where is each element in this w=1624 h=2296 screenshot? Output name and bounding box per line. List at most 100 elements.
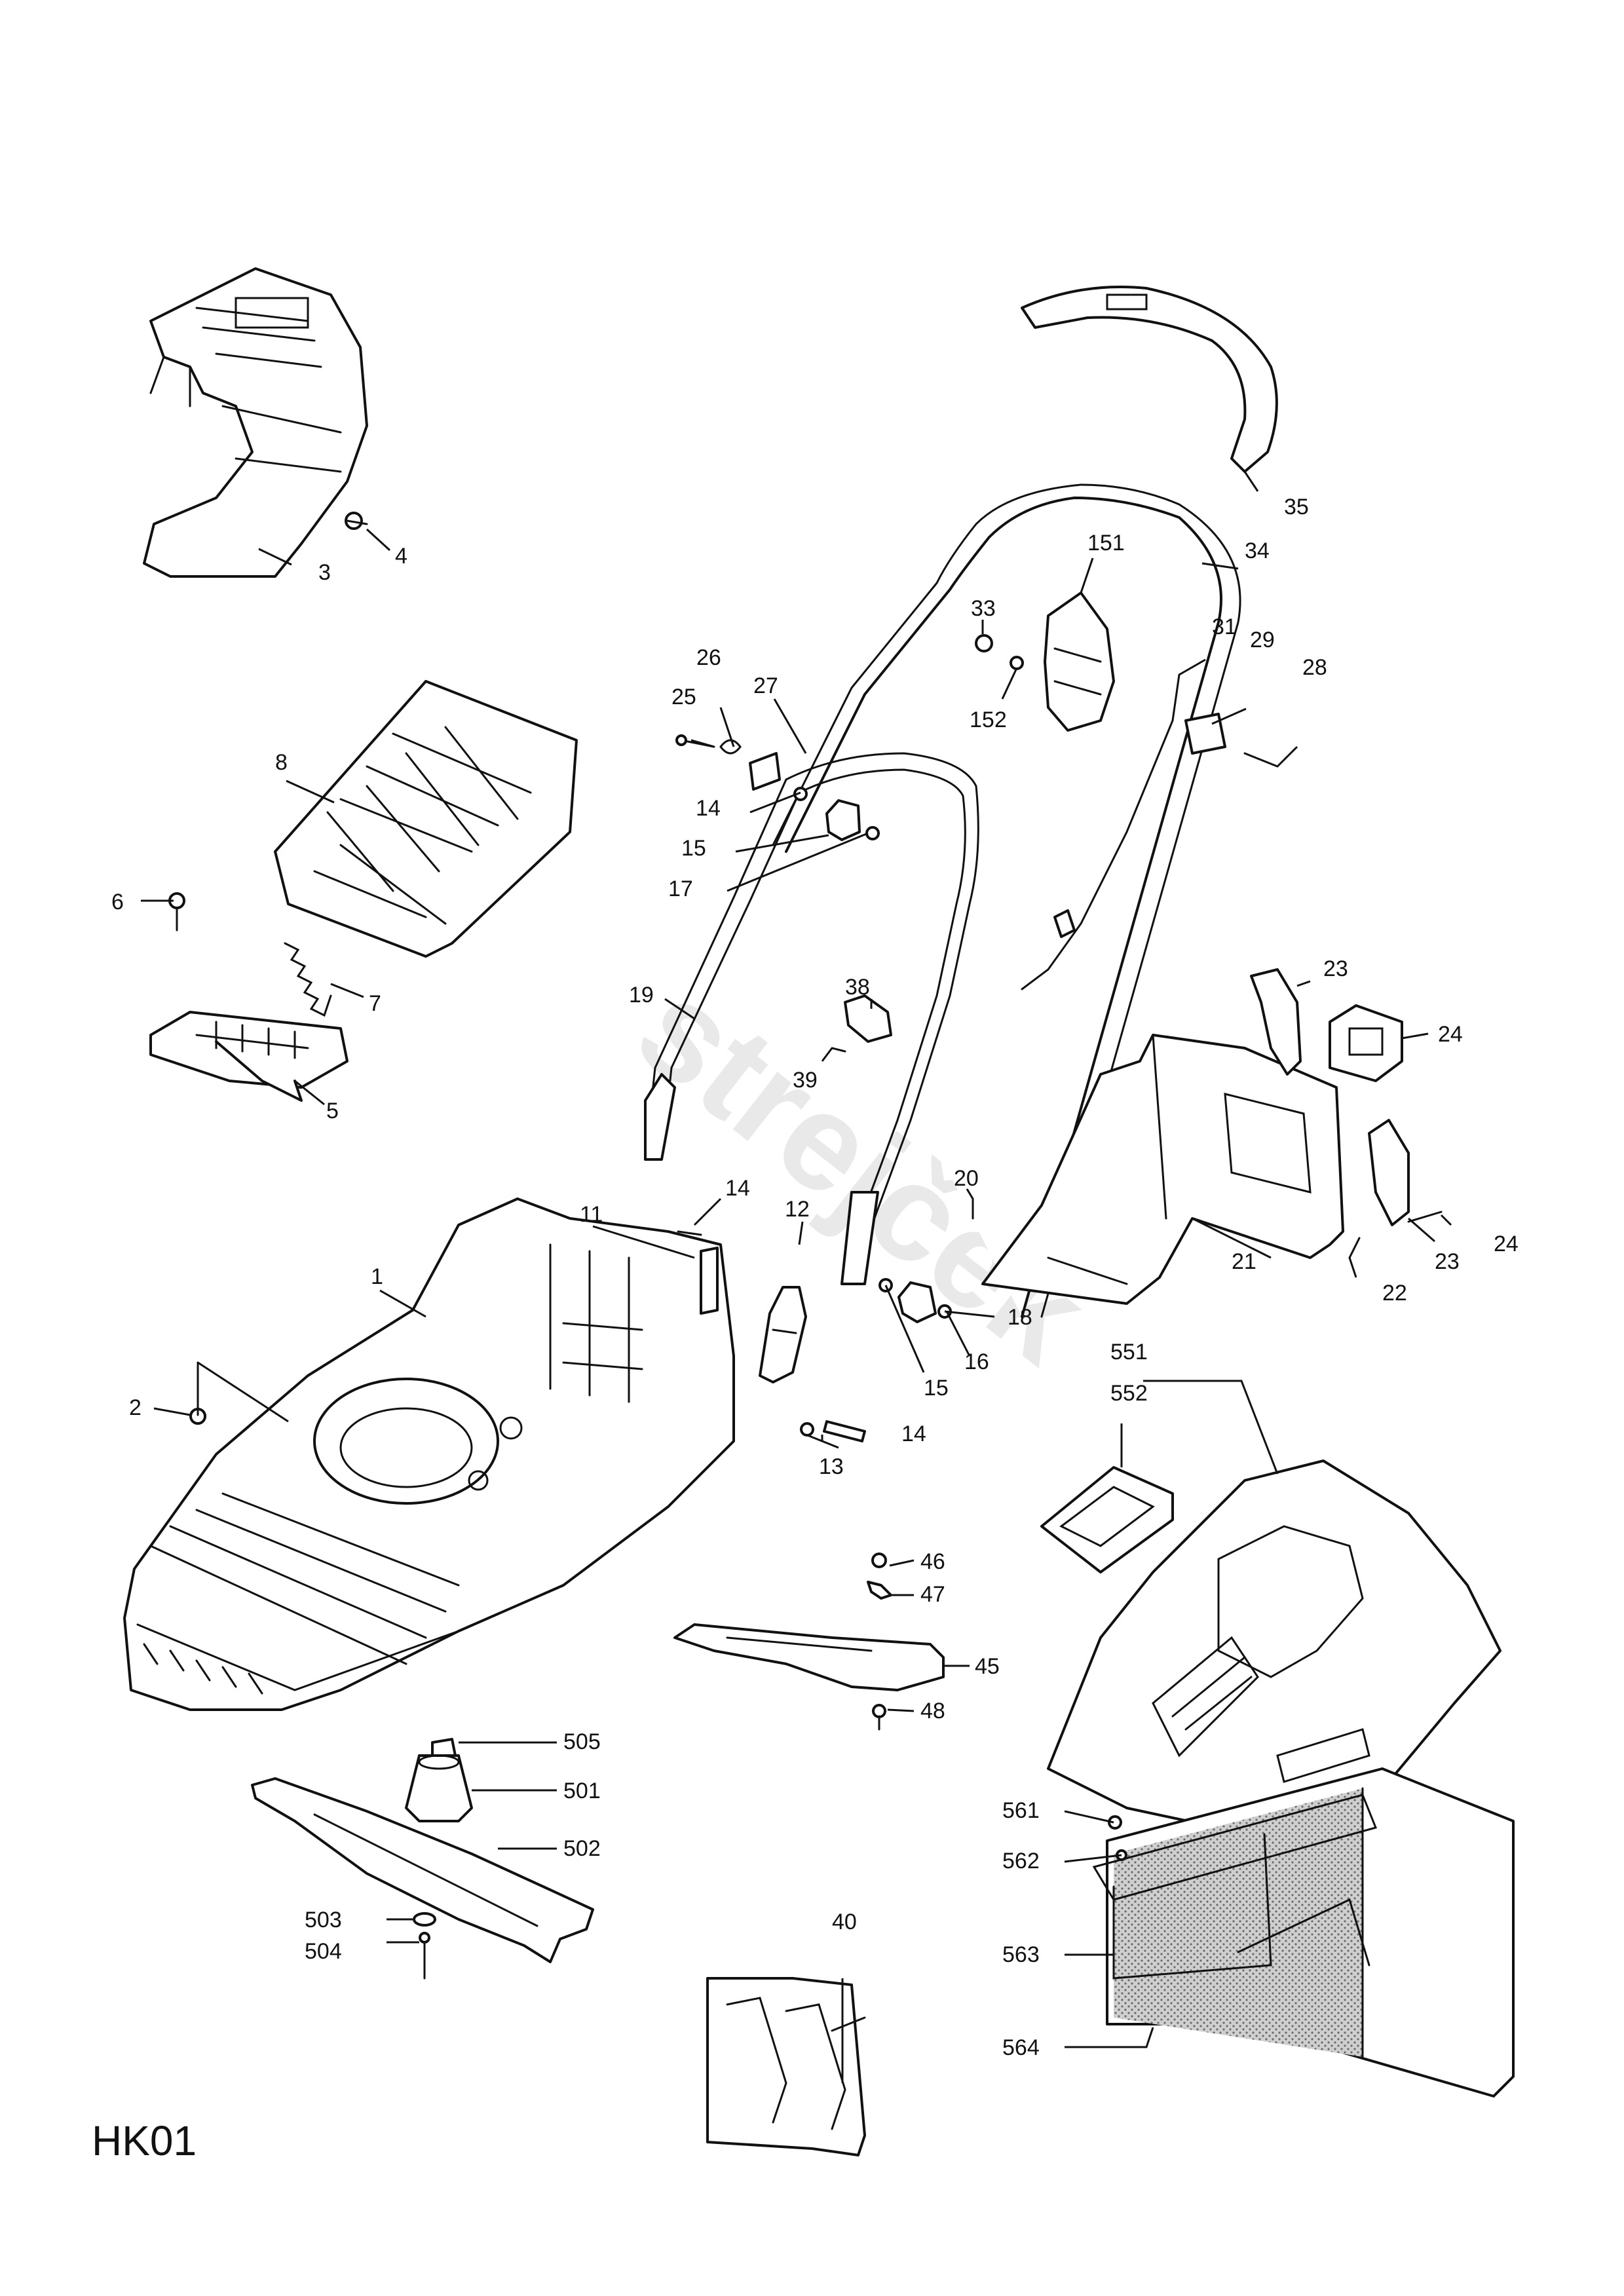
part-26-spring-clip [719, 739, 742, 755]
part-40-mulching-kit [706, 1977, 866, 2156]
callout-21: 23 [1435, 1249, 1460, 1274]
part-502-blade [251, 1777, 594, 1963]
callout-47: 47 [920, 1582, 945, 1607]
part-563-frame [1092, 1794, 1378, 1980]
part-17-lower-handle [644, 752, 979, 1285]
callout-1: 1 [371, 1264, 383, 1289]
callout-labels: 3 4 8 6 7 5 1 2 11 12 13 14 14 14 15 17 … [111, 495, 1519, 2060]
callout-3: 3 [318, 560, 331, 585]
callout-38: 38 [845, 975, 870, 1000]
callout-551: 551 [1110, 1340, 1148, 1364]
callout-27: 27 [753, 673, 778, 698]
callout-10: 12 [785, 1197, 810, 1222]
callout-152: 152 [970, 707, 1007, 732]
part-2-screw [189, 1361, 206, 1425]
callout-15-lower: 16 [964, 1349, 989, 1374]
part-152-washer [1010, 656, 1024, 670]
part-564-catcher-bag [1106, 1767, 1515, 2098]
part-5-hinge-bracket [149, 1011, 349, 1102]
callout-504: 504 [305, 1939, 342, 1964]
part-9-bracket [700, 1247, 719, 1315]
part-8-grille-cover [274, 680, 578, 958]
knob-assembly-lower [878, 1278, 952, 1323]
callout-8: 8 [275, 750, 288, 775]
callout-9: 11 [580, 1202, 603, 1227]
callout-20: 22 [1382, 1281, 1407, 1306]
callout-563: 563 [1002, 1942, 1040, 1967]
callout-16-lower: 18 [1008, 1305, 1032, 1330]
callout-14-lower: 15 [924, 1376, 949, 1401]
part-3-top-cover [143, 267, 368, 578]
callout-19: 21 [1232, 1249, 1256, 1274]
part-11-washer [800, 1422, 814, 1437]
callout-45: 45 [975, 1654, 1000, 1679]
part-7-spring [284, 942, 332, 1017]
callout-501: 501 [563, 1778, 601, 1803]
part-10-side-bracket [759, 1286, 807, 1383]
part-38-cover [844, 994, 892, 1043]
callout-31: 31 [1212, 614, 1237, 639]
part-21-hinge-plate [1368, 1119, 1410, 1226]
part-28-screw [1243, 752, 1279, 768]
callout-561: 561 [1002, 1798, 1040, 1823]
callout-15-upper: 15 [681, 836, 706, 861]
part-504-bolt [419, 1932, 430, 1980]
callout-22: 24 [1494, 1232, 1519, 1256]
callout-562: 562 [1002, 1849, 1040, 1873]
callout-25: 25 [671, 685, 696, 709]
callout-4: 4 [395, 544, 407, 569]
callout-29: 29 [1250, 628, 1275, 652]
callout-39: 39 [793, 1068, 818, 1093]
part-39-pin [831, 1047, 846, 1053]
callout-18: 20 [954, 1166, 979, 1191]
knob-assembly-upper [793, 787, 880, 841]
part-12-bolt [823, 1420, 866, 1442]
part-23-hinge-plate [1250, 968, 1302, 1076]
part-501-blade-adapter [405, 1754, 473, 1822]
callout-13: 14 [725, 1176, 750, 1201]
part-1-mower-deck [123, 1197, 735, 1711]
leader-lines [141, 471, 1452, 2083]
part-552-flap [1040, 1466, 1174, 1573]
callout-28: 28 [1302, 655, 1327, 680]
callout-5: 5 [326, 1099, 339, 1123]
callout-16-upper: 17 [668, 876, 693, 901]
callout-502: 502 [563, 1836, 601, 1861]
callout-40: 40 [832, 1910, 857, 1934]
callout-23: 23 [1323, 956, 1348, 981]
sheet-code: HK01 [92, 2117, 197, 2164]
callout-14-upper: 14 [696, 796, 721, 821]
part-47-wing-nut [867, 1581, 892, 1600]
callout-552: 552 [1110, 1381, 1148, 1406]
callout-2: 2 [129, 1395, 142, 1420]
callout-17: 19 [629, 983, 654, 1007]
part-22-screw [1407, 1211, 1443, 1223]
part-46-nut [871, 1553, 887, 1568]
part-24-box [1329, 1004, 1403, 1082]
callout-46: 46 [920, 1549, 945, 1574]
callout-151: 151 [1087, 531, 1125, 555]
part-13-screw [677, 1230, 702, 1236]
part-45-mulching-plate [673, 1623, 945, 1691]
part-4-screw [345, 512, 368, 530]
part-25-screw [675, 734, 715, 748]
part-151-control-lever [1044, 592, 1115, 732]
part-33-nut [975, 634, 993, 652]
part-561-washer [1108, 1815, 1122, 1830]
part-20-screw [1348, 1237, 1361, 1259]
part-503-washer [413, 1912, 436, 1927]
part-19-rear-flap-bracket [981, 1034, 1344, 1305]
part-31-cable [1021, 673, 1180, 990]
callout-26: 26 [696, 645, 721, 670]
callout-11: 13 [819, 1454, 844, 1479]
callout-12: 14 [901, 1421, 926, 1446]
callout-6: 6 [111, 890, 124, 914]
callout-564: 564 [1002, 2035, 1040, 2060]
part-6-screw [168, 892, 185, 932]
part-29-clip [1184, 713, 1226, 755]
callout-505: 505 [563, 1729, 601, 1754]
part-27-plate [749, 752, 781, 791]
callout-34: 34 [1245, 538, 1270, 563]
callout-503: 503 [305, 1908, 342, 1932]
